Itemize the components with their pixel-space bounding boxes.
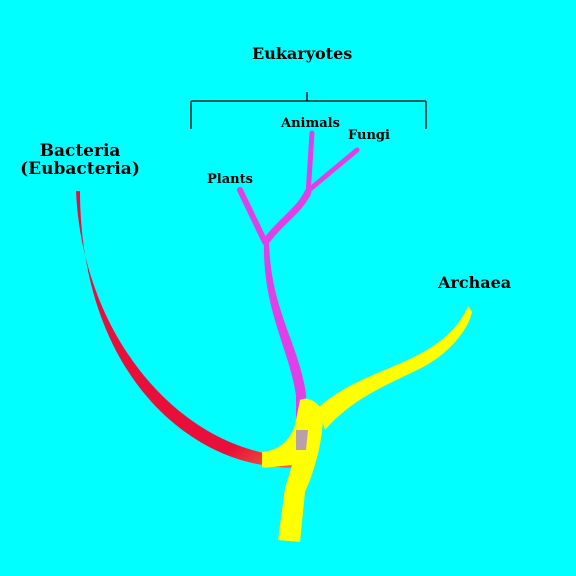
bacteria-label-line2: (Eubacteria) [20, 158, 140, 179]
archaea-label: Archaea [438, 273, 512, 292]
bacteria-label: Bacteria (Eubacteria) [20, 141, 140, 179]
plants-label: Plants [207, 172, 253, 187]
junction-blend [296, 430, 308, 450]
animals-label: Animals [281, 116, 340, 131]
archaea-branch [262, 306, 472, 542]
bacteria-label-line1: Bacteria [39, 141, 121, 161]
eukaryotes-label: Eukaryotes [252, 44, 353, 63]
eukaryote-branch [237, 130, 360, 448]
bacteria-branch [76, 191, 298, 468]
eukaryotes-bracket [190, 92, 427, 129]
fungi-label: Fungi [348, 128, 390, 143]
